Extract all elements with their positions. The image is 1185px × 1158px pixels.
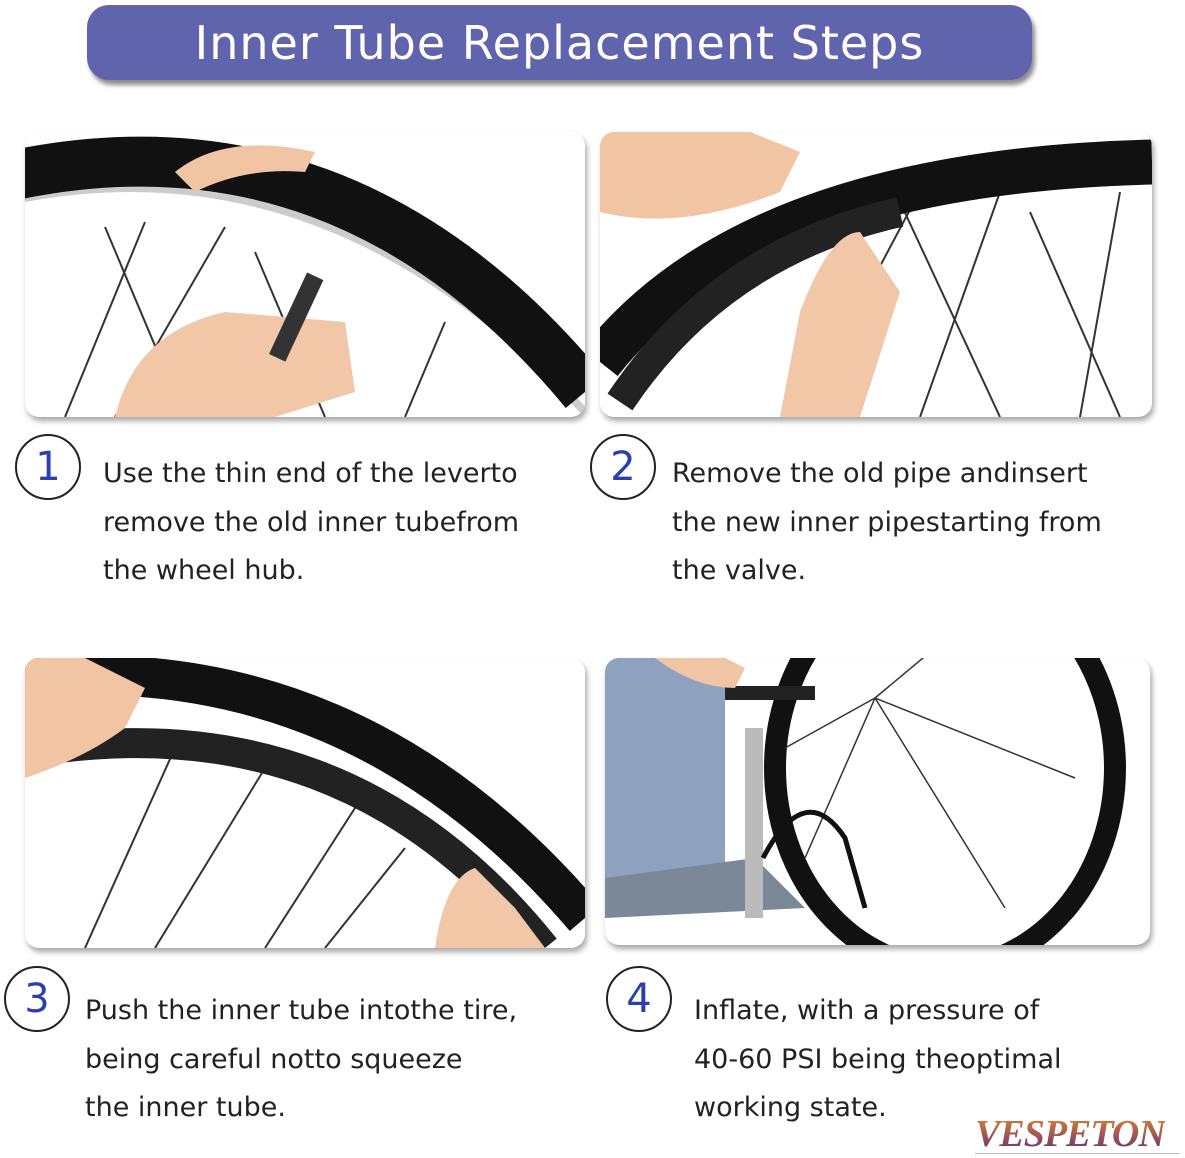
step-4-line: 40-60 PSI being theoptimal	[694, 1043, 1062, 1075]
step-3-line: Push the inner tube intothe tire,	[85, 995, 518, 1026]
step-1-text: Use the thin end of the leverto remove t…	[103, 450, 519, 596]
step-1-line: Use the thin end of the leverto	[103, 458, 518, 489]
step-2-text: Remove the old pipe andinsert the new in…	[672, 450, 1102, 596]
step-3-line: being careful notto squeeze	[85, 1043, 463, 1075]
step-3-line: the inner tube.	[85, 1092, 286, 1123]
step-2-line: the new inner pipestarting from	[672, 506, 1102, 538]
step-4-text: Inflate, with a pressure of 40-60 PSI be…	[694, 987, 1062, 1133]
step-2-number: 2	[590, 434, 656, 500]
step-4-line: Inflate, with a pressure of	[694, 995, 1040, 1026]
step-1-line: the wheel hub.	[103, 555, 305, 586]
step-4-number: 4	[606, 966, 672, 1032]
brand-logo: VESPETON	[975, 1113, 1166, 1155]
step-1-photo	[25, 132, 585, 417]
page-title: Inner Tube Replacement Steps	[194, 15, 925, 70]
step-3-text: Push the inner tube intothe tire, being …	[85, 987, 517, 1133]
step-2-line: the valve.	[672, 555, 807, 586]
brand-underline	[975, 1153, 1180, 1154]
step-4-photo	[605, 658, 1150, 945]
step-3-number: 3	[4, 966, 70, 1032]
step-3-photo	[25, 658, 585, 948]
step-2-photo	[600, 132, 1152, 417]
step-1-line: remove the old inner tubefrom	[103, 506, 520, 538]
title-banner: Inner Tube Replacement Steps	[87, 5, 1032, 80]
step-2-line: Remove the old pipe andinsert	[672, 458, 1088, 489]
step-4-line: working state.	[694, 1092, 887, 1123]
step-1-number: 1	[15, 434, 81, 500]
